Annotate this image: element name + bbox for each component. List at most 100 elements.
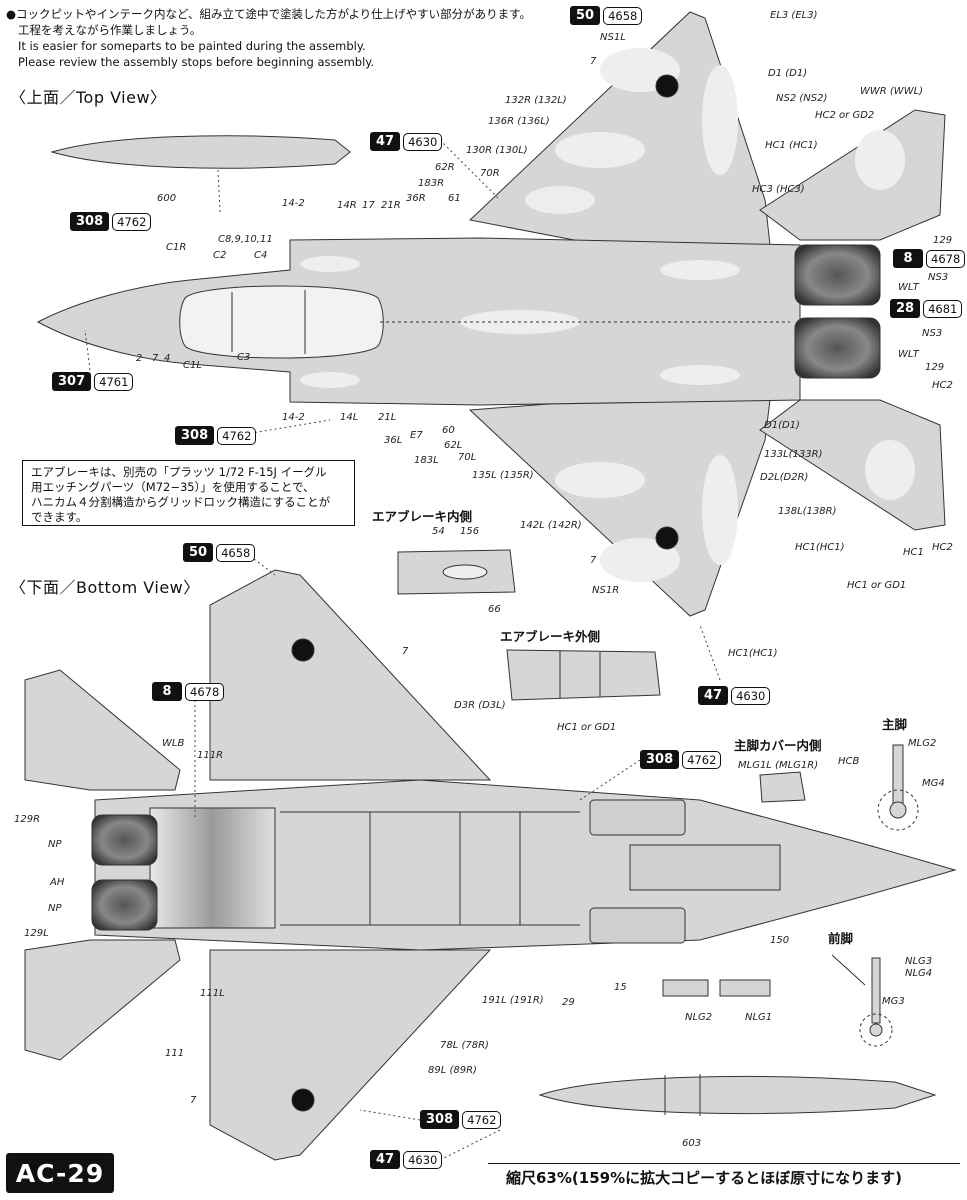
- part-label: 62R: [435, 162, 455, 173]
- callout-code: 4630: [403, 1150, 443, 1169]
- part-label: 89L (89R): [428, 1065, 477, 1076]
- callout-code: 4762: [217, 426, 257, 445]
- callout-number: 50: [570, 6, 601, 25]
- nose-gear-drawing: [831, 954, 893, 1047]
- part-label: NLG3: [905, 956, 933, 967]
- page-id: AC-29: [6, 1153, 114, 1193]
- header-notes: ●コックピットやインテーク内など、組み立て途中で塗装した方がより仕上げやすい部分…: [6, 6, 531, 70]
- part-label: NP: [48, 903, 62, 914]
- part-label: 14R: [337, 200, 357, 211]
- bottom-panel-lines: [280, 811, 580, 926]
- part-label: 603: [682, 1138, 702, 1149]
- part-label: MLG2: [908, 738, 937, 749]
- note-en-line2: Please review the assembly stops before …: [18, 55, 375, 69]
- airbrake-note-box: エアブレーキは、別売の「プラッツ 1/72 F-15J イーグル 用エッチングパ…: [22, 460, 355, 526]
- top-camo-pattern: [300, 48, 915, 582]
- part-label: 54: [432, 526, 445, 537]
- part-label: D1 (D1): [768, 68, 808, 79]
- callout-code: 4678: [185, 682, 225, 701]
- part-label: 62L: [444, 440, 463, 451]
- part-label: NLG1: [745, 1012, 773, 1023]
- part-label: 130R (130L): [466, 145, 528, 156]
- part-label: 7: [402, 646, 409, 657]
- part-label: WWR (WWL): [860, 86, 924, 97]
- part-label: 111R: [197, 750, 224, 761]
- part-label: 4: [164, 353, 171, 364]
- part-label: D2L(D2R): [760, 472, 809, 483]
- top-nozzle-lower: [794, 317, 881, 379]
- part-label: HC1(HC1): [728, 648, 778, 659]
- part-label: HC1 or GD1: [847, 580, 907, 591]
- callout-number: 308: [70, 212, 110, 231]
- bottom-lower-wing: [209, 949, 492, 1161]
- part-label: 129: [933, 235, 953, 246]
- part-label: 14L: [340, 412, 359, 423]
- callout-number: 308: [640, 750, 680, 769]
- part-label: 70R: [480, 168, 500, 179]
- callout-number: 308: [175, 426, 215, 445]
- airbrake-note-line2: 用エッチングパーツ（M72−35）」を使用することで、: [31, 480, 315, 494]
- part-label: D3R (D3L): [454, 700, 506, 711]
- bottom-nozzle-upper: [91, 814, 158, 866]
- title-main-gear-cover-inner: 主脚カバー内側: [734, 738, 822, 753]
- part-label: NP: [48, 839, 62, 850]
- bottom-nozzle-lower: [91, 879, 158, 931]
- part-label: 17: [362, 200, 375, 211]
- part-label: HC2 or GD2: [815, 110, 875, 121]
- bottom-upper-wing: [209, 569, 492, 781]
- bottom-roundel-upper: [291, 638, 315, 662]
- airbrake-note-line1: エアブレーキは、別売の「プラッツ 1/72 F-15J イーグル: [31, 465, 327, 479]
- scale-note: 縮尺63%(159%に拡大コピーするとほぼ原寸になります): [488, 1163, 960, 1191]
- part-label: MG3: [882, 996, 905, 1007]
- part-label: 138L(138R): [778, 506, 837, 517]
- fuel-tank-bottom: [538, 1075, 937, 1115]
- top-view-aircraft: [36, 11, 946, 617]
- part-label: HC1(HC1): [795, 542, 845, 553]
- part-label: 142L (142R): [520, 520, 582, 531]
- top-roundel-left: [655, 74, 679, 98]
- part-label: 129L: [24, 928, 49, 939]
- title-main-gear: 主脚: [882, 717, 908, 732]
- bottom-upper-stabilator: [24, 669, 181, 791]
- part-label: 7: [590, 56, 597, 67]
- bottom-engine-area: [149, 807, 276, 929]
- part-label: NS1L: [600, 32, 626, 43]
- part-label: 61: [448, 193, 461, 204]
- part-label: HC3 (HC3): [752, 184, 805, 195]
- callout-code: 4762: [682, 750, 722, 769]
- bottom-intake-upper: [589, 799, 686, 836]
- top-nozzle-upper: [794, 244, 881, 306]
- part-label: 60: [442, 425, 455, 436]
- part-label: C2: [213, 250, 227, 261]
- callout-number: 307: [52, 372, 92, 391]
- part-label: WLT: [898, 282, 919, 293]
- part-label: HC2: [932, 380, 953, 391]
- canopy-frames: [231, 290, 306, 354]
- top-upper-stabilator: [759, 109, 946, 241]
- airbrake-outer-drawing: [506, 649, 661, 701]
- part-label: EL3 (EL3): [770, 10, 818, 21]
- bottom-fuselage: [94, 779, 957, 951]
- title-nose-gear: 前脚: [828, 931, 854, 946]
- part-label: 21L: [378, 412, 397, 423]
- note-jp-line2: 工程を考えながら作業しましょう。: [18, 23, 202, 37]
- note-en-line1: It is easier for someparts to be painted…: [18, 39, 366, 53]
- part-label: MLG1L (MLG1R): [738, 760, 819, 771]
- callout-code: 4630: [403, 132, 443, 151]
- part-label: 66: [488, 604, 501, 615]
- bottom-gear-bay: [629, 844, 781, 891]
- top-canopy: [179, 285, 384, 359]
- part-label: WLT: [898, 349, 919, 360]
- note-jp-line1: コックピットやインテーク内など、組み立て途中で塗装した方がより仕上げやすい部分が…: [16, 7, 532, 21]
- callout-number: 8: [893, 249, 923, 268]
- part-label: 2: [136, 353, 143, 364]
- part-label: NS3: [922, 328, 943, 339]
